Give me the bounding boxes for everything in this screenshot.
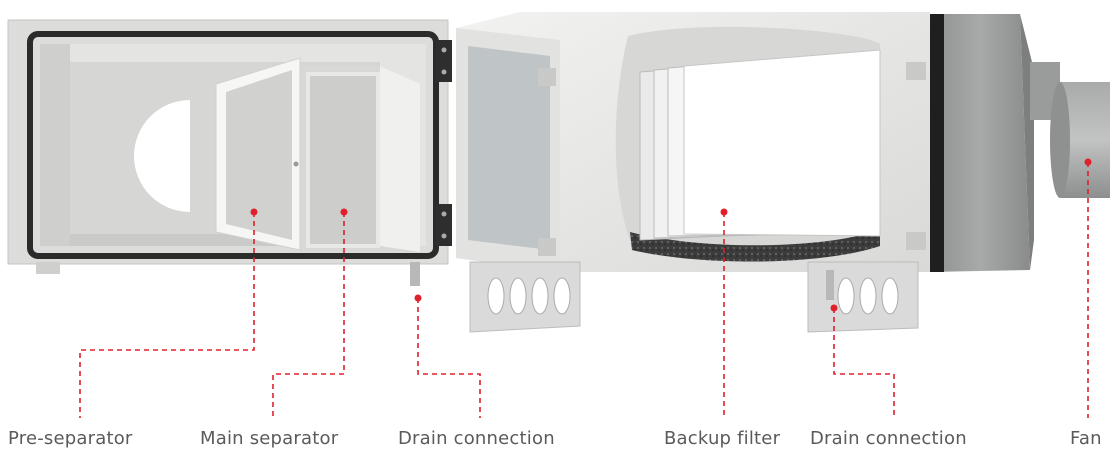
- fan-unit: [930, 14, 1110, 272]
- label-fan: Fan: [1070, 428, 1102, 449]
- label-pre-separator: Pre-separator: [8, 428, 133, 449]
- mounting-bracket-left: [469, 261, 581, 333]
- leader-drain-connection-left: [417, 298, 481, 418]
- dot-backup-filter: [720, 208, 728, 216]
- door-hinges: [436, 40, 452, 246]
- label-main-separator: Main separator: [200, 428, 339, 449]
- housing-foot: [36, 262, 60, 274]
- leader-main-separator: [272, 212, 345, 418]
- latch: [906, 232, 926, 250]
- duct-opening: [134, 100, 190, 212]
- dot-main-separator: [340, 208, 348, 216]
- leader-drain-connection-right: [833, 308, 895, 418]
- main-separator-part: [300, 66, 420, 252]
- leader-dots: [250, 158, 1092, 312]
- latch: [538, 68, 556, 86]
- mounting-bracket-right: [807, 261, 919, 333]
- latch: [538, 238, 556, 256]
- filter-foam: [630, 230, 880, 262]
- label-backup-filter: Backup filter: [664, 428, 781, 449]
- pre-separator-part: [215, 57, 301, 251]
- drain-spigot-left: [410, 262, 420, 286]
- leader-lines: [79, 162, 1089, 418]
- latch: [906, 62, 926, 80]
- dot-fan: [1084, 158, 1092, 166]
- dot-drain-connection-left: [414, 294, 422, 302]
- label-drain-connection-right: Drain connection: [810, 428, 967, 449]
- center-filter-housing: [456, 12, 930, 333]
- leader-pre-separator: [79, 212, 255, 418]
- dot-drain-connection-right: [830, 304, 838, 312]
- dot-pre-separator: [250, 208, 258, 216]
- door-gasket: [27, 31, 439, 259]
- label-drain-connection-left: Drain connection: [398, 428, 555, 449]
- drain-spigot-right: [826, 270, 834, 300]
- backup-filter-panels: [639, 49, 881, 241]
